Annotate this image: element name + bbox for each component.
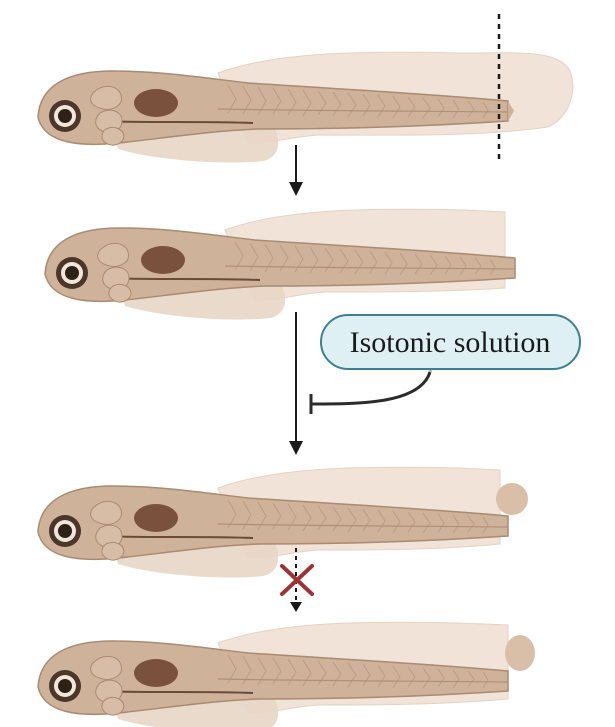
arrow-amputation [289, 145, 303, 196]
larva-no-regeneration [38, 622, 535, 727]
arrow-with-inhibition [289, 312, 303, 455]
isotonic-solution-label: Isotonic solution [321, 315, 580, 369]
larva-intact [38, 52, 573, 162]
wound-bleb [496, 483, 528, 515]
isotonic-solution-text: Isotonic solution [350, 326, 551, 359]
larva-amputated [45, 209, 515, 319]
final-bleb [505, 635, 535, 671]
larva-wound-bleb [38, 467, 528, 577]
